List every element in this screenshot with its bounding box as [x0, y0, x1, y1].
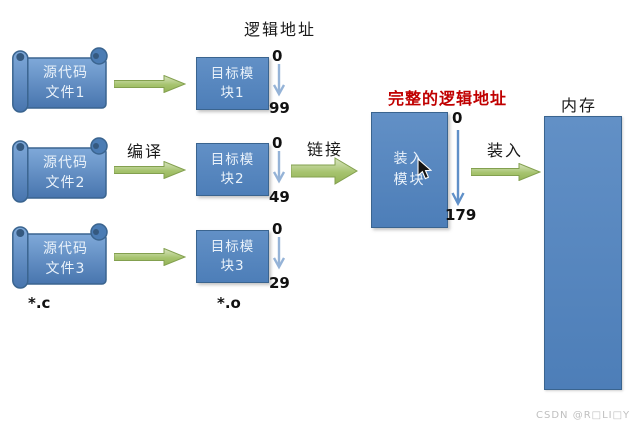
source-file-shape-1: 源代码 文件1	[12, 46, 108, 114]
addr-start-2: 0	[272, 134, 283, 152]
compile-arrow-3	[114, 248, 186, 266]
scroll-icon	[12, 137, 108, 203]
link-label: 链接	[307, 140, 344, 159]
memory-box	[544, 116, 622, 390]
source-file-label: 源代码 文件3	[43, 240, 88, 277]
watermark: CSDN @R□LI□Y	[536, 410, 631, 421]
scroll-icon	[12, 47, 108, 113]
object-module-box-3: 目标模 块3	[196, 230, 269, 283]
object-ext-label: *.o	[217, 294, 241, 312]
addr-start-1: 0	[272, 47, 283, 65]
object-module-box-1: 目标模 块1	[196, 57, 269, 110]
address-range-arrow-3	[273, 237, 285, 270]
source-file-label: 源代码 文件1	[43, 64, 88, 101]
addr-start-3: 0	[272, 220, 283, 238]
mouse-cursor-icon	[417, 158, 432, 180]
addr-end-1: 99	[269, 99, 290, 117]
source-ext-label: *.c	[28, 294, 51, 312]
link-arrow	[291, 157, 358, 185]
addr-end-2: 49	[269, 188, 290, 206]
compile-arrow-2	[114, 161, 186, 179]
scroll-icon	[12, 223, 108, 289]
compile-label: 编译	[127, 142, 164, 161]
source-file-shape-2: 源代码 文件2	[12, 136, 108, 204]
memory-label: 内存	[561, 96, 598, 115]
addr-end-3: 29	[269, 274, 290, 292]
load-arrow	[471, 163, 541, 181]
source-file-label: 源代码 文件2	[43, 154, 88, 191]
load-module-box: 装入 模块	[371, 112, 448, 228]
complete-logical-address-label: 完整的逻辑地址	[388, 89, 508, 108]
load-module-label: 装入 模块	[393, 151, 426, 188]
load-module-address-arrow	[451, 130, 465, 207]
load-module-addr-end: 179	[445, 206, 477, 224]
object-module-label: 目标模 块3	[210, 238, 255, 274]
object-module-label: 目标模 块2	[210, 151, 255, 187]
compile-arrow-1	[114, 75, 186, 93]
load-label: 装入	[487, 141, 524, 160]
load-module-addr-start: 0	[452, 109, 463, 127]
source-file-shape-3: 源代码 文件3	[12, 222, 108, 290]
address-range-arrow-2	[273, 151, 285, 184]
logical-address-title: 逻辑地址	[244, 20, 317, 39]
address-range-arrow-1	[273, 64, 285, 97]
object-module-label: 目标模 块1	[210, 65, 255, 101]
object-module-box-2: 目标模 块2	[196, 143, 269, 196]
